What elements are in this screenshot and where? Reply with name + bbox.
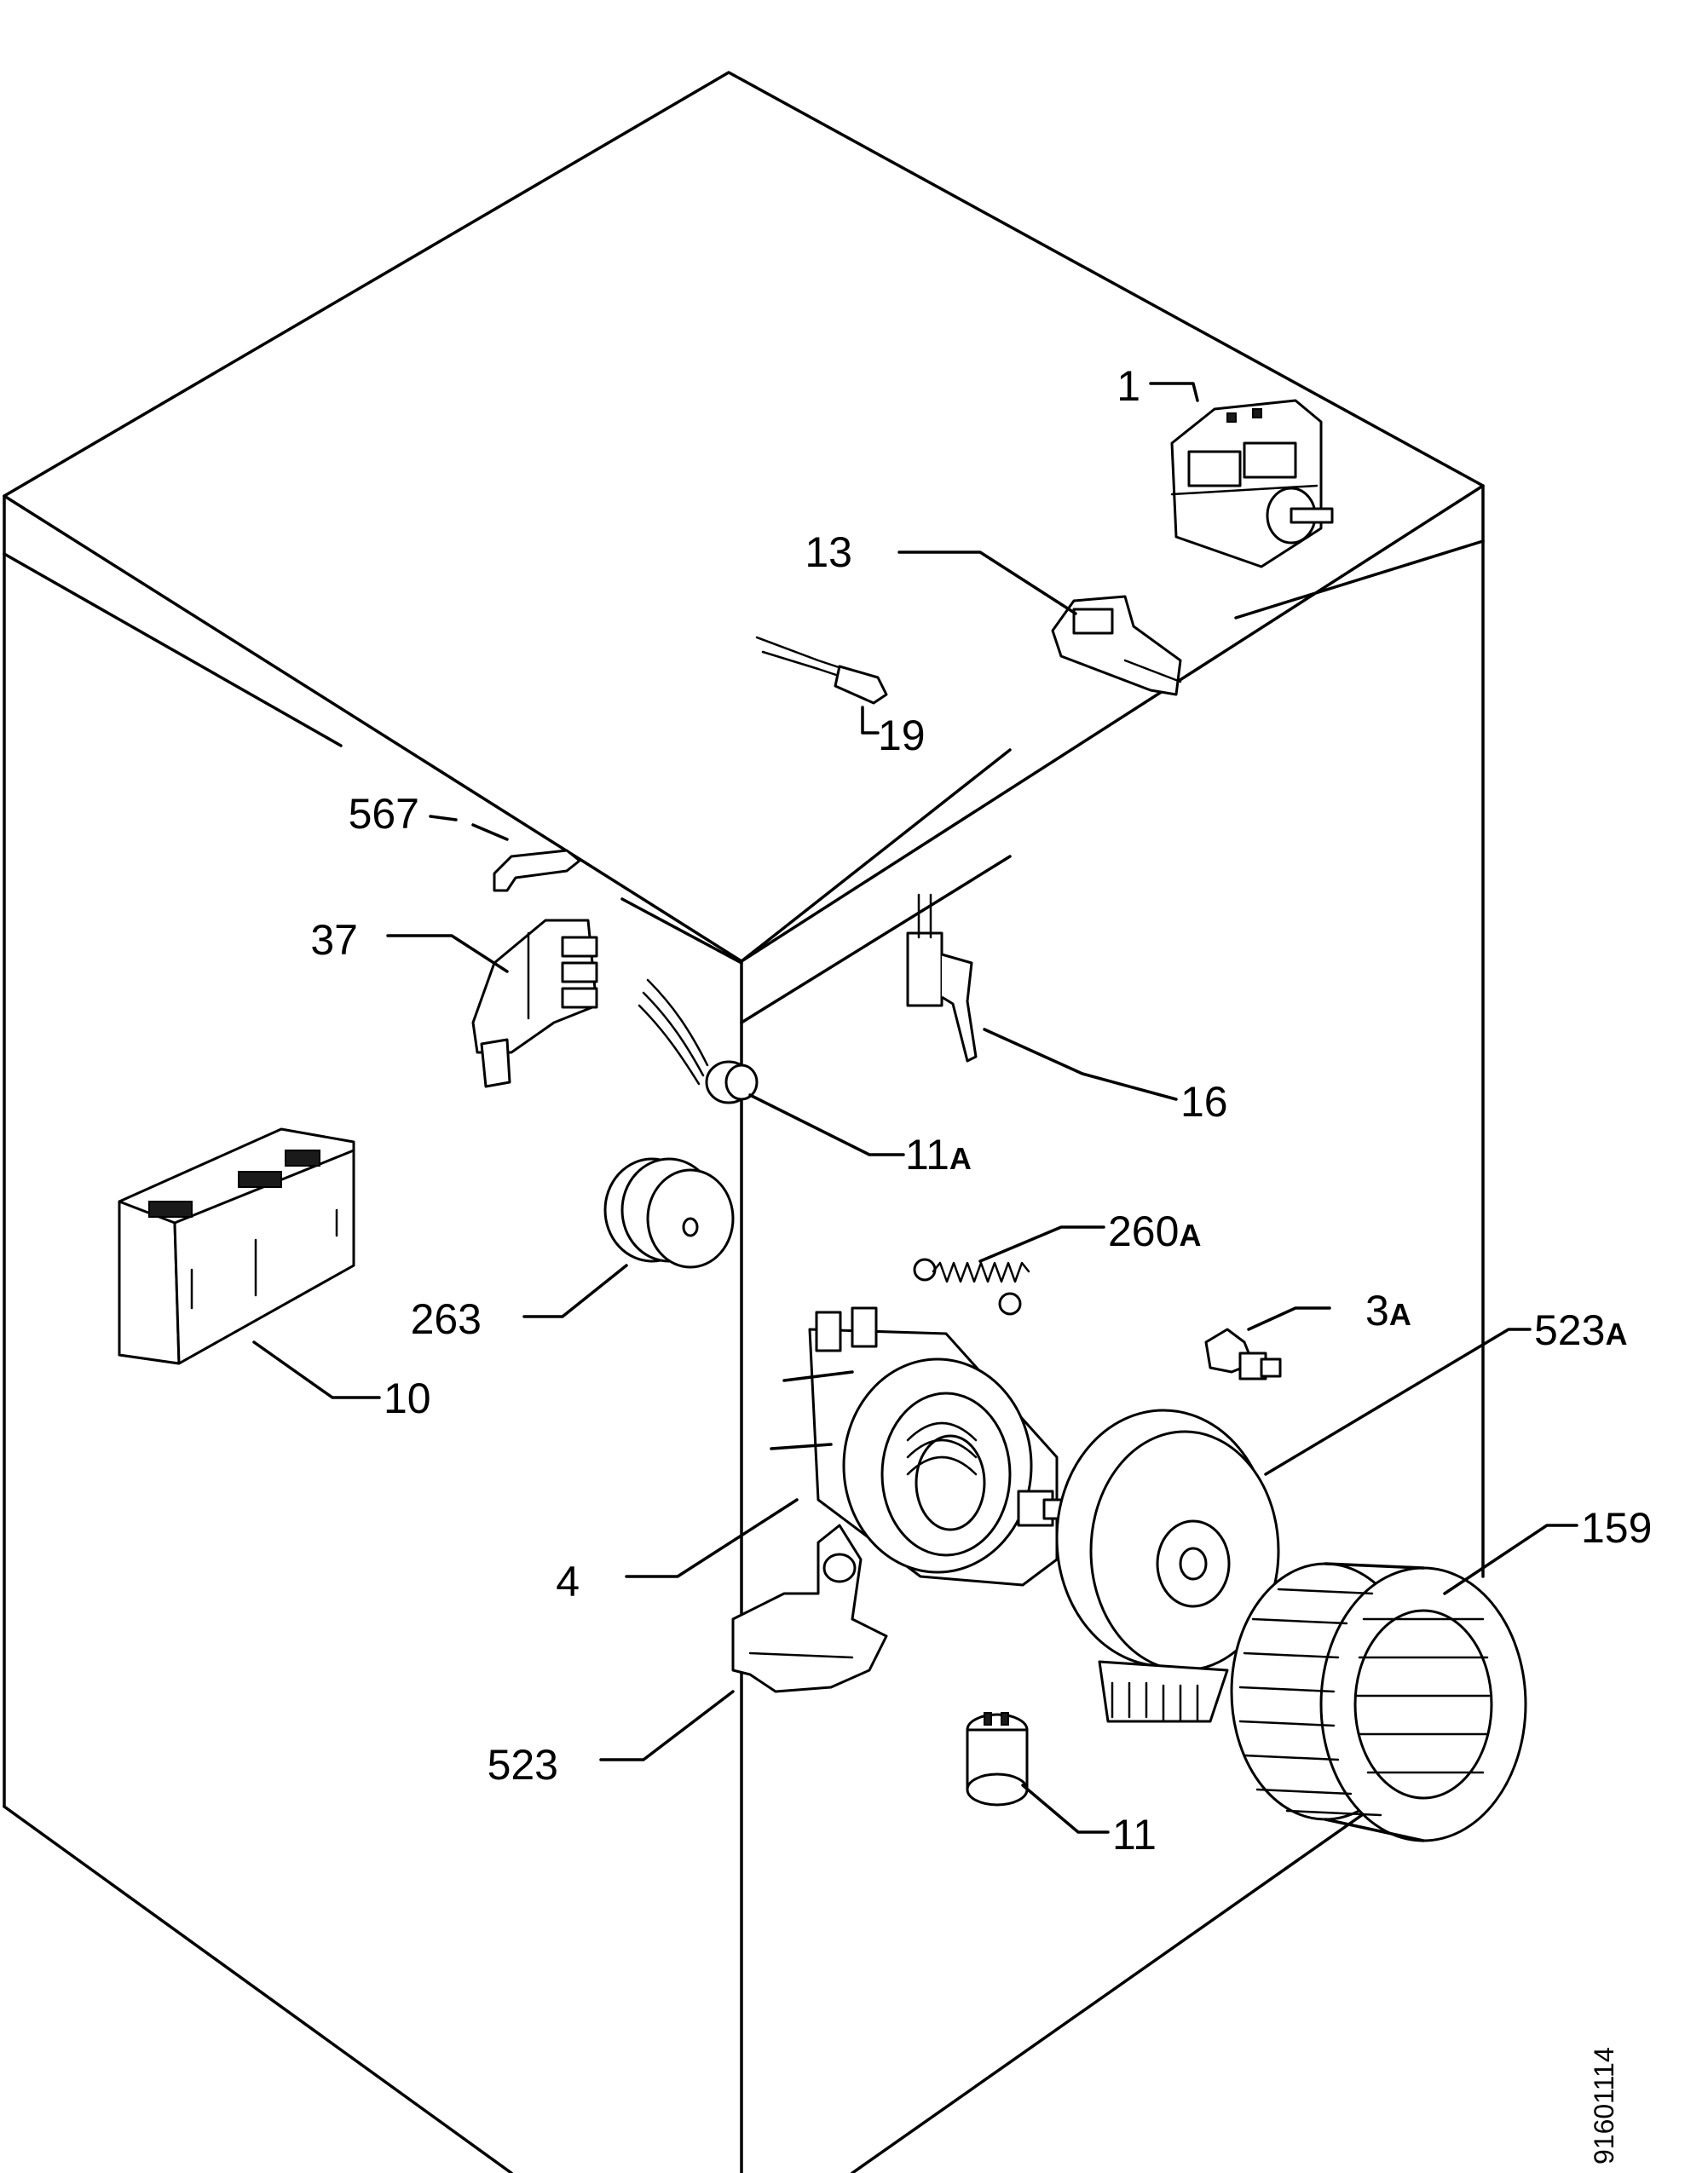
label-3A: 3A <box>1365 1287 1411 1334</box>
label-523A: 523A <box>1534 1306 1627 1354</box>
heater-box-icon <box>118 1127 355 1365</box>
label-4: 4 <box>556 1558 580 1605</box>
label-1: 1 <box>1117 362 1140 410</box>
motor-icon <box>770 1306 1088 1587</box>
bracket-icon <box>731 1524 888 1693</box>
label-19: 19 <box>878 712 926 759</box>
label-13: 13 <box>805 528 852 576</box>
thermistor-probe-icon <box>755 636 888 705</box>
terminal-block-icon <box>471 919 598 1088</box>
cabinet-outline <box>3 71 1485 2173</box>
label-567: 567 <box>349 790 419 838</box>
blower-wheel-icon <box>1230 1562 1527 1842</box>
label-11A: 11A <box>905 1131 972 1179</box>
label-263: 263 <box>411 1295 482 1343</box>
label-159: 159 <box>1581 1504 1652 1552</box>
spring-icon <box>913 1258 1030 1316</box>
timer-switch-icon <box>1170 399 1334 568</box>
label-16: 16 <box>1180 1078 1228 1126</box>
label-523: 523 <box>488 1741 558 1789</box>
run-capacitor-icon <box>966 1712 1029 1807</box>
connector-icon <box>1051 595 1182 696</box>
microswitch-icon <box>906 893 978 1063</box>
pulley-icon <box>603 1157 735 1269</box>
label-11: 11 <box>1112 1811 1157 1859</box>
label-37: 37 <box>310 916 358 964</box>
label-10: 10 <box>384 1375 431 1422</box>
label-260A: 260A <box>1108 1208 1201 1255</box>
fan-disc-icon <box>1055 1409 1280 1723</box>
reference-number: 91601114 <box>1589 2047 1619 2164</box>
clip-icon <box>493 849 581 892</box>
suppressor-capacitor-icon <box>638 978 759 1104</box>
sensor-icon <box>1204 1328 1282 1380</box>
